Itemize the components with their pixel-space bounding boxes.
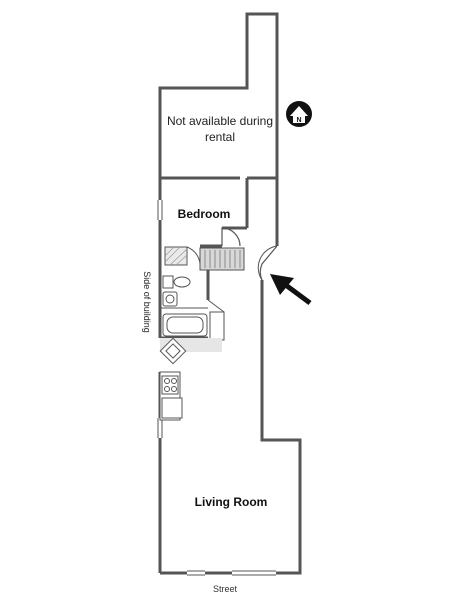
exterior-walls [158, 12, 302, 575]
street-windows [187, 570, 276, 576]
bedroom-door [221, 227, 241, 247]
side-windows [157, 200, 163, 438]
storage-room-label: Not available during rental [160, 113, 280, 145]
toilet-tank [162, 275, 174, 289]
storage-label-line2: rental [204, 130, 236, 144]
bathroom-fixtures [160, 275, 208, 337]
bedroom-label: Bedroom [177, 207, 231, 221]
svg-text:N: N [296, 117, 301, 124]
closet-unit [199, 247, 245, 271]
street-label: Street [212, 584, 237, 594]
living-room-label: Living Room [194, 495, 268, 509]
linen-closet [164, 246, 201, 266]
side-of-building-label: Side of building [142, 271, 152, 333]
entrance-arrow-icon [270, 274, 312, 306]
corridor-right-wall-lower [260, 280, 302, 575]
kitchen-counter [159, 371, 183, 421]
north-arrow-icon: N [286, 101, 312, 127]
storage-wall [158, 12, 279, 178]
toilet-bowl [173, 276, 191, 288]
bath-vanity [207, 299, 225, 341]
kitchen-sink [159, 337, 187, 365]
storage-label-line1: Not available during [166, 114, 274, 128]
